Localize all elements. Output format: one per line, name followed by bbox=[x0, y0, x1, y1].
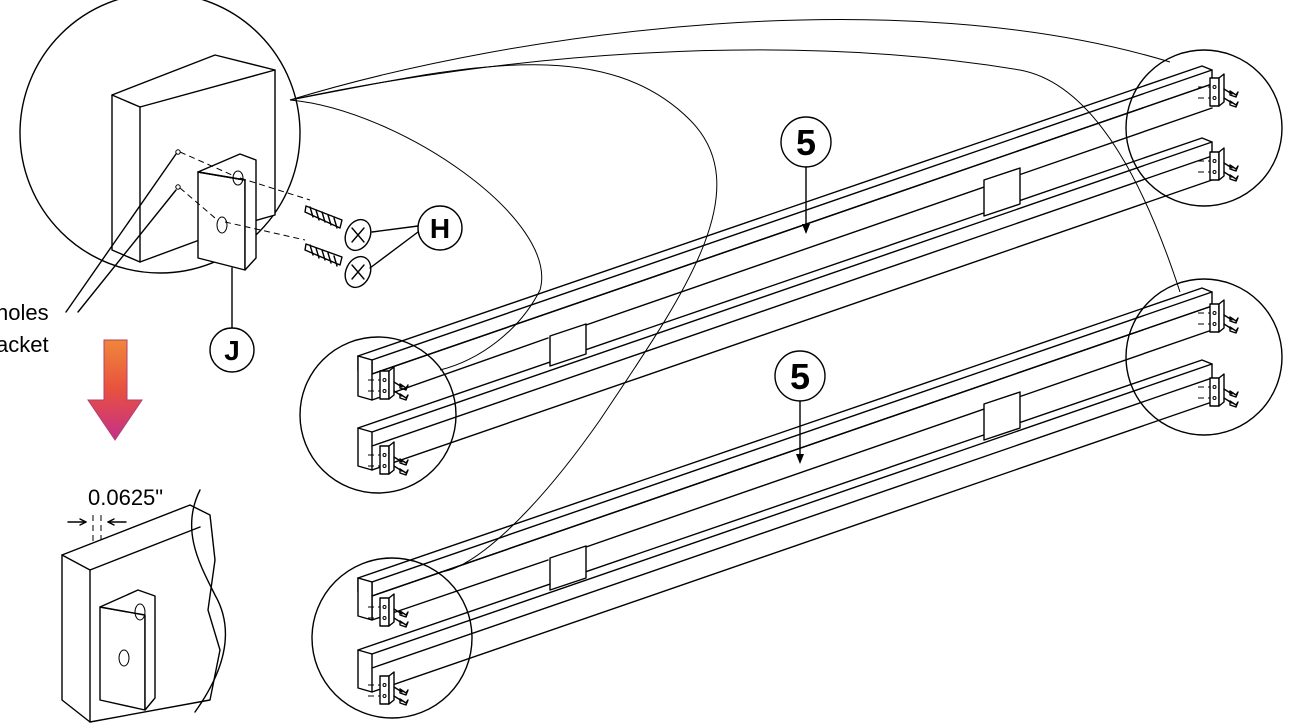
connector-lines bbox=[289, 19, 1181, 573]
gap-detail: 0.0625" bbox=[61, 485, 227, 723]
callout-h: H bbox=[417, 205, 463, 251]
pilot-hole-2 bbox=[175, 184, 181, 190]
detail-magnifier bbox=[19, 0, 419, 329]
bracket-label: acket bbox=[0, 332, 49, 357]
callout-5-top-label: 5 bbox=[796, 122, 816, 163]
callout-j-label: J bbox=[224, 335, 240, 366]
bracket-j bbox=[179, 151, 257, 271]
screw-h-2 bbox=[304, 243, 372, 289]
detail-circle-top-left bbox=[299, 336, 457, 494]
screw-h-1 bbox=[304, 205, 372, 252]
callout-h-label: H bbox=[430, 213, 450, 244]
detail-circle bbox=[19, 0, 301, 274]
detail-circle-bottom-right bbox=[1125, 278, 1283, 436]
rail-assembly-bottom: 5 bbox=[357, 287, 1213, 693]
callout-j: J bbox=[209, 327, 255, 373]
dimension-label: 0.0625" bbox=[88, 485, 163, 510]
detail-circle-top-right bbox=[1125, 49, 1283, 207]
holes-label: holes bbox=[0, 300, 49, 325]
detail-circle-bottom-left bbox=[311, 557, 473, 719]
down-arrow bbox=[87, 339, 143, 441]
holes-leader bbox=[65, 153, 177, 313]
callout-5-bottom-label: 5 bbox=[790, 356, 810, 397]
